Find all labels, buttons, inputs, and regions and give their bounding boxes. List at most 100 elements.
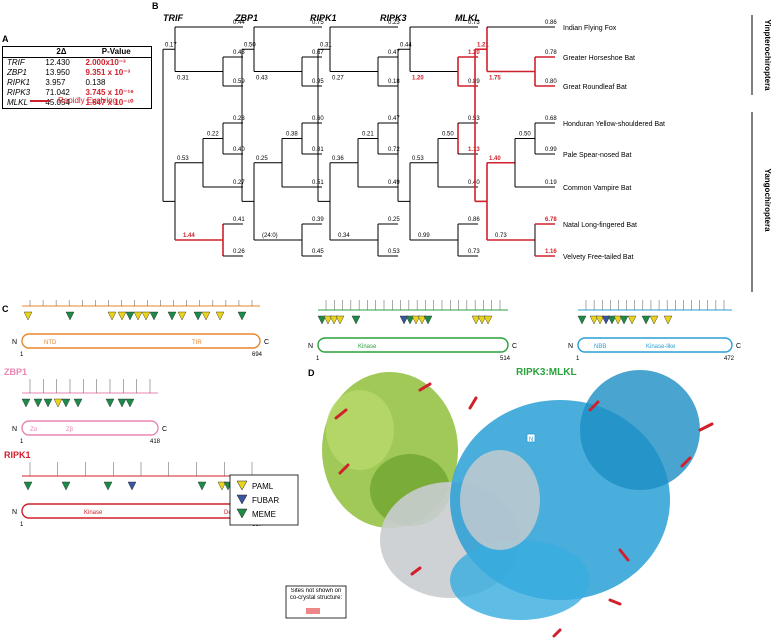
branch-length-label: 0.25 (388, 217, 400, 223)
branch-length-label: 0.72 (388, 147, 400, 153)
protein-bar (577, 337, 733, 353)
branch-length-label: 0.47 (388, 116, 400, 122)
site-triangle (329, 315, 339, 325)
col-header-pvalue: P-Value (81, 47, 151, 58)
site-triangle (197, 481, 207, 491)
length-label: 472 (724, 356, 735, 362)
branch-length-label: 0.38 (286, 132, 298, 138)
site-triangle (663, 315, 673, 325)
branch-length-label: 1.44 (183, 233, 195, 239)
panel-label-a: A (2, 34, 9, 44)
species-label: Velvety Free-tailed Bat (563, 254, 633, 261)
branch-length-label: 1.16 (545, 249, 557, 255)
branch-length-label: 0.36 (332, 156, 344, 162)
branch-length-label: 0.78 (545, 50, 557, 56)
n-terminus-label: N (568, 343, 573, 350)
species-label: Greater Horseshoe Bat (563, 55, 635, 62)
site-triangle (613, 315, 623, 325)
site-triangle (61, 398, 71, 408)
branch-length-label: 0.53 (412, 156, 424, 162)
species-label: Common Vampire Bat (563, 185, 631, 192)
site-triangle (201, 311, 211, 321)
branch-length-label: 0.27 (332, 76, 344, 82)
site-triangle (577, 315, 587, 325)
delta-value: 45.054 (45, 98, 70, 107)
domain-label: Kinase (358, 344, 377, 350)
branch-length-label: 0.21 (362, 132, 374, 138)
branch-length-label: 1.21 (477, 42, 489, 48)
site-triangle (595, 315, 605, 325)
protein-bar (317, 337, 509, 353)
site-triangle (471, 315, 481, 325)
domain-label: NTD (44, 340, 57, 346)
site-triangle (61, 481, 71, 491)
branch-length-label: 0.23 (388, 20, 400, 26)
tree-title: RIPK1 (310, 13, 337, 23)
length-label: 514 (500, 356, 511, 362)
c-terminus-label: C (162, 426, 167, 433)
panel-label-d: D (308, 368, 315, 378)
branch-length-label: 0.53 (388, 249, 400, 255)
start-residue: 1 (20, 439, 24, 445)
site-triangle (217, 481, 227, 491)
site-triangle (399, 315, 409, 325)
branch-length-label: 1.20 (412, 76, 424, 82)
branch-length-label: 0.40 (233, 147, 245, 153)
branch-length-label: 0.53 (177, 156, 189, 162)
site-triangle (649, 315, 659, 325)
branch-length-label: 0.43 (256, 76, 268, 82)
site-triangle (483, 315, 493, 325)
gene-name: RIPK3 (7, 88, 31, 97)
n-terminus-label: N (529, 437, 533, 443)
clade-label: Yinpterochiroptera (763, 19, 772, 91)
species-label: Natal Long-fingered Bat (563, 222, 637, 229)
site-triangle (141, 311, 151, 321)
tree-title: ZBP1 (234, 13, 258, 23)
table-row: TRIF 12.430 2.000x10⁻³ (3, 58, 151, 69)
site-triangle (125, 398, 135, 408)
legend-label: FUBAR (252, 496, 279, 505)
species-label: Indian Flying Fox (563, 25, 617, 32)
site-triangle (167, 311, 177, 321)
p-value: 1.647 x 10⁻¹⁰ (85, 98, 134, 107)
panel-label-b: B (152, 1, 159, 11)
branch-length-label: 0.50 (244, 42, 256, 48)
c-terminus-label: C (512, 343, 517, 350)
length-label: 694 (252, 352, 263, 358)
branch-length-label: 0.44 (233, 20, 245, 26)
site-triangle (117, 311, 127, 321)
site-triangle (323, 315, 333, 325)
tree-title: MLKL (455, 13, 480, 23)
structure-title: RIPK3:MLKL (516, 367, 577, 378)
c-terminus-label: C (736, 343, 741, 350)
branch-length-label: 0.49 (388, 180, 400, 186)
branch-length-label: (24:0) (262, 233, 278, 239)
branch-length-label: 0.50 (442, 132, 454, 138)
gene-name: RIPK1 (7, 78, 31, 87)
site-triangle (351, 315, 361, 325)
tree-title: RIPK3 (380, 13, 407, 23)
branch-length-label: 0.75 (312, 20, 324, 26)
domain-panel: C TRIFNTDTIRNC1694ZBP1ZαZβNC1418RIPK1Kin… (2, 300, 741, 638)
gene-name: MLKL (7, 98, 28, 107)
site-triangle (105, 398, 115, 408)
site-triangle (177, 311, 187, 321)
branch-length-label: 0.22 (207, 132, 219, 138)
branch-length-label: 0.26 (233, 249, 245, 255)
tree-title: TRIF (163, 13, 183, 23)
site-triangle (405, 315, 415, 325)
start-residue: 1 (576, 356, 580, 362)
site-triangle (107, 311, 117, 321)
branch-length-label: 0.68 (545, 116, 557, 122)
site-triangle (477, 315, 487, 325)
p-value: 2.000x10⁻³ (85, 58, 126, 67)
domain-label: Zα (30, 427, 38, 433)
site-triangle (149, 311, 159, 321)
site-triangle (73, 398, 83, 408)
col-header-gene (3, 47, 42, 58)
branch-length-label: 0.86 (468, 217, 480, 223)
gene-name: ZBP1 (7, 68, 28, 77)
site-triangle (215, 311, 225, 321)
n-terminus-label: N (12, 509, 17, 516)
